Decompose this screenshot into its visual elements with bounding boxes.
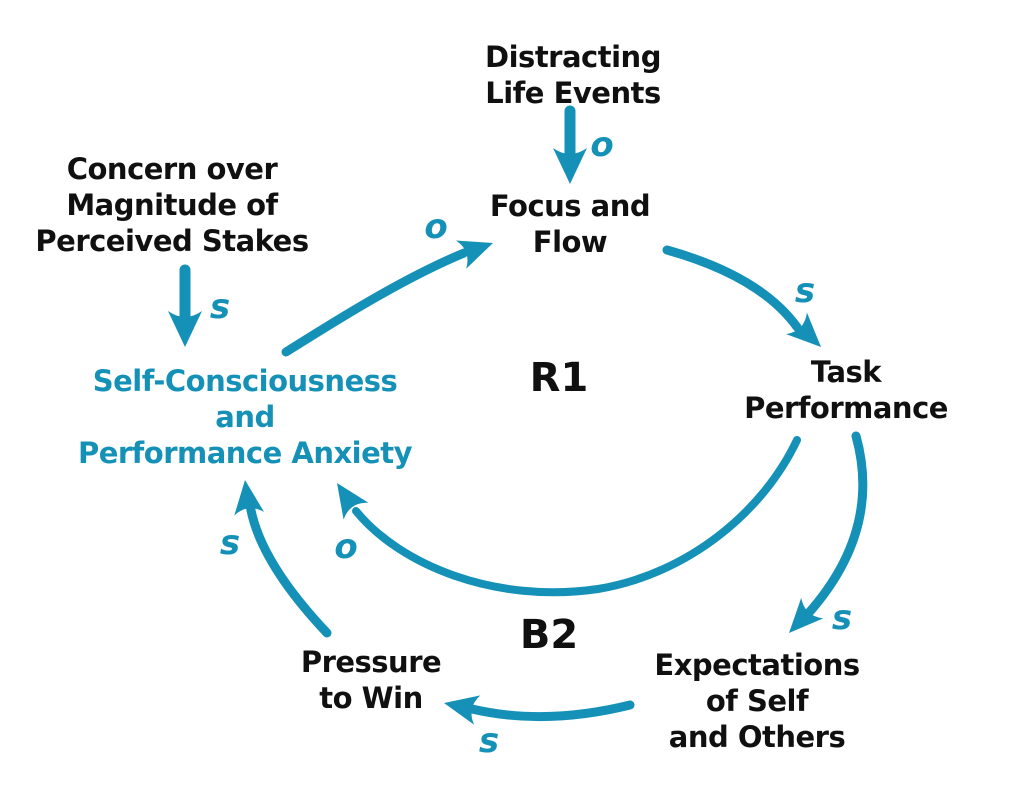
polarity-focus-to-task: s bbox=[795, 271, 815, 311]
loop-label-r1: R1 bbox=[530, 355, 589, 401]
polarity-task-to-expectations: s bbox=[832, 598, 852, 638]
arrow-task-to-anxiety-head bbox=[337, 483, 369, 520]
arrow-expectations-to-pressure bbox=[444, 695, 635, 725]
node-pressure: Pressure to Win bbox=[300, 645, 442, 715]
polarity-distracting-to-focus: o bbox=[590, 125, 613, 165]
node-distracting: Distracting Life Events bbox=[485, 40, 661, 110]
arrow-distracting-to-focus bbox=[553, 105, 587, 184]
node-anxiety: Self-Consciousness and Performance Anxie… bbox=[77, 364, 413, 470]
arrow-task-to-anxiety bbox=[337, 436, 801, 597]
node-focus: Focus and Flow bbox=[489, 189, 651, 259]
polarity-expectations-to-pressure: s bbox=[479, 721, 499, 761]
polarity-pressure-to-anxiety: s bbox=[220, 523, 240, 563]
arrow-concern-to-anxiety bbox=[168, 264, 202, 347]
polarity-anxiety-to-focus: o bbox=[424, 207, 447, 247]
arrow-task-to-anxiety-shaft bbox=[352, 436, 801, 597]
arrow-task-to-expectations-head bbox=[789, 597, 824, 633]
arrow-pressure-to-anxiety-head bbox=[234, 480, 265, 516]
arrow-focus-to-task bbox=[662, 245, 821, 347]
arrow-pressure-to-anxiety-shaft bbox=[245, 500, 332, 638]
loop-label-b2: B2 bbox=[520, 612, 578, 658]
arrow-expectations-to-pressure-shaft bbox=[467, 700, 635, 722]
polarity-concern-to-anxiety: s bbox=[210, 287, 230, 327]
node-concern: Concern over Magnitude of Perceived Stak… bbox=[35, 152, 309, 258]
node-expectations: Expectations of Self and Others bbox=[654, 648, 860, 754]
arrow-task-to-expectations-shaft bbox=[801, 431, 868, 621]
arrow-focus-to-task-shaft bbox=[662, 245, 802, 332]
arrow-anxiety-to-focus-head bbox=[455, 240, 493, 269]
node-task: Task Performance bbox=[744, 355, 948, 425]
arrow-anxiety-to-focus-shaft bbox=[281, 248, 469, 357]
arrow-expectations-to-pressure-head bbox=[444, 695, 481, 725]
arrow-distracting-to-focus-head bbox=[553, 148, 587, 184]
arrow-anxiety-to-focus bbox=[281, 240, 493, 357]
polarity-task-to-anxiety: o bbox=[334, 527, 357, 567]
arrow-concern-to-anxiety-head bbox=[168, 311, 202, 347]
arrow-task-to-expectations bbox=[789, 431, 868, 633]
arrow-focus-to-task-head bbox=[786, 312, 821, 347]
arrow-pressure-to-anxiety bbox=[234, 480, 332, 638]
